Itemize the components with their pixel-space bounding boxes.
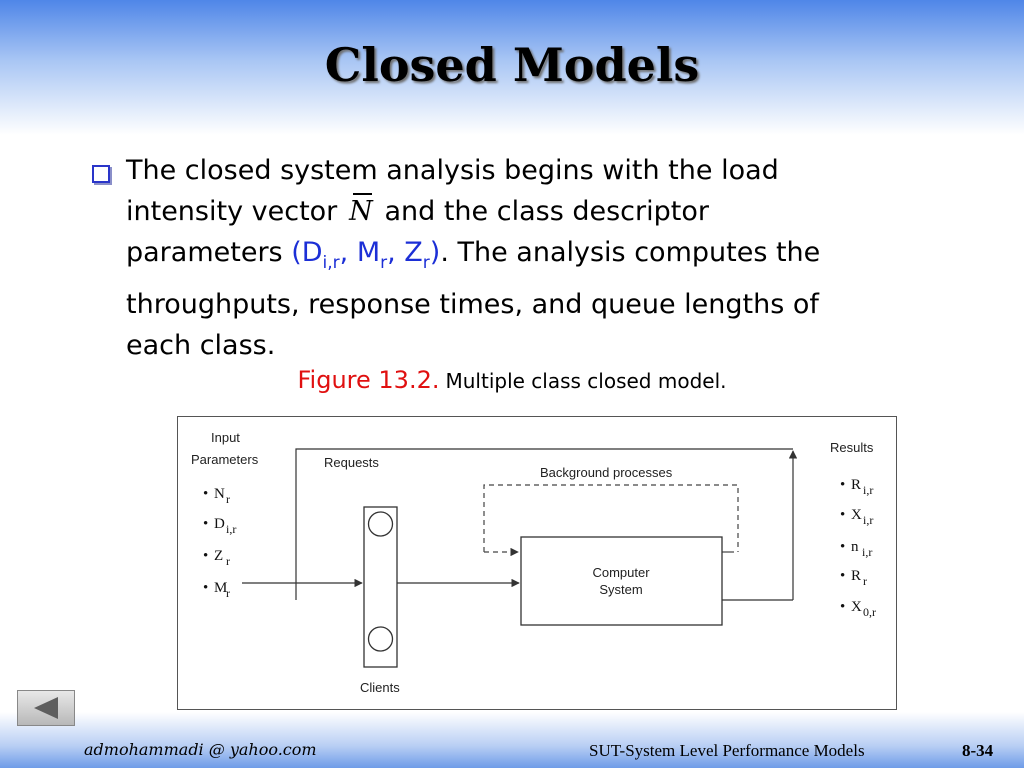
input-title-line-2: Parameters bbox=[191, 452, 259, 467]
param-d: (D bbox=[291, 237, 323, 268]
result-bullet: • bbox=[840, 507, 845, 523]
result-0: • R i,r bbox=[840, 477, 873, 497]
background-loop-line bbox=[483, 484, 739, 552]
footer-course-title: SUT-System Level Performance Models bbox=[589, 741, 865, 760]
result-1: • X i,r bbox=[840, 507, 873, 527]
footer-gradient bbox=[0, 712, 1024, 768]
text-line-5: each class. bbox=[126, 330, 276, 361]
feedback-loop-line bbox=[295, 448, 793, 600]
vector-n-symbol: N bbox=[346, 191, 376, 232]
input-symbol: M bbox=[214, 580, 227, 596]
text-line-4: throughputs, response times, and queue l… bbox=[126, 289, 819, 320]
result-subscript: i,r bbox=[863, 513, 873, 527]
figure-caption: Figure 13.2.Multiple class closed model. bbox=[0, 366, 1024, 394]
param-comma: , bbox=[339, 237, 357, 268]
param-m: M bbox=[356, 237, 381, 268]
input-subscript: r bbox=[226, 554, 230, 568]
result-2: • n i,r bbox=[840, 539, 872, 559]
computer-system-box bbox=[520, 536, 723, 626]
param-list: (Di,r, Mr, Zr) bbox=[291, 237, 441, 273]
result-4: • X 0,r bbox=[840, 599, 876, 619]
param-z-subscript: r bbox=[422, 253, 430, 273]
requests-label: Requests bbox=[324, 455, 379, 470]
text-line-3b: . The analysis computes the bbox=[440, 237, 821, 268]
text-line-2b: and the class descriptor bbox=[375, 196, 709, 227]
result-subscript: 0,r bbox=[863, 605, 876, 619]
input-subscript: i,r bbox=[226, 522, 236, 536]
bullet-square-icon bbox=[92, 165, 110, 183]
footer-page-number: 8-34 bbox=[962, 741, 994, 760]
result-subscript: i,r bbox=[862, 545, 872, 559]
input-param-2: • Z r bbox=[203, 548, 230, 568]
result-bullet: • bbox=[840, 599, 845, 615]
system-label-line-2: System bbox=[599, 582, 642, 597]
input-symbol: Z bbox=[214, 548, 223, 564]
input-bullet: • bbox=[203, 548, 208, 564]
text-line-3a: parameters bbox=[126, 237, 292, 268]
result-subscript: i,r bbox=[863, 483, 873, 497]
result-symbol: n bbox=[851, 539, 859, 555]
input-symbol: D bbox=[214, 516, 225, 532]
input-param-0: • N r bbox=[203, 486, 230, 506]
input-bullet: • bbox=[203, 516, 208, 532]
result-bullet: • bbox=[840, 477, 845, 493]
input-bullet: • bbox=[203, 486, 208, 502]
input-param-1: • D i,r bbox=[203, 516, 236, 536]
result-bullet: • bbox=[840, 539, 845, 555]
result-symbol: R bbox=[851, 477, 861, 493]
result-3: • R r bbox=[840, 568, 867, 588]
closed-model-diagram: Input Parameters • N r • D i,r • Z r • M… bbox=[177, 416, 897, 710]
param-close: ) bbox=[429, 237, 441, 268]
slide-title: Closed Models bbox=[324, 38, 700, 92]
result-bullet: • bbox=[840, 568, 845, 584]
input-subscript: r bbox=[226, 492, 230, 506]
system-label-line-1: Computer bbox=[592, 565, 650, 580]
result-symbol: R bbox=[851, 568, 861, 584]
text-line-2a: intensity vector bbox=[126, 196, 346, 227]
result-symbol: X bbox=[851, 507, 862, 523]
figure-title: Multiple class closed model. bbox=[445, 369, 727, 393]
clients-label: Clients bbox=[360, 680, 400, 695]
footer-email: admohammadi @ yahoo.com bbox=[84, 740, 317, 759]
input-title-line-1: Input bbox=[211, 430, 240, 445]
client-circle-bottom bbox=[367, 626, 394, 652]
diagram-canvas: Input Parameters • N r • D i,r • Z r • M… bbox=[191, 430, 876, 695]
result-subscript: r bbox=[863, 574, 867, 588]
input-subscript: r bbox=[226, 586, 230, 600]
bullet-paragraph: The closed system analysis begins with t… bbox=[126, 150, 976, 366]
figure-number: Figure 13.2. bbox=[297, 366, 440, 394]
previous-slide-button[interactable] bbox=[17, 690, 75, 726]
input-bullet: • bbox=[203, 580, 208, 596]
param-m-subscript: r bbox=[380, 253, 388, 273]
back-arrow-icon bbox=[34, 697, 58, 719]
results-title: Results bbox=[830, 440, 874, 455]
param-comma: , bbox=[387, 237, 405, 268]
header-gradient bbox=[0, 0, 1024, 135]
input-param-3: • M r bbox=[203, 580, 230, 600]
param-d-subscript: i,r bbox=[322, 253, 340, 273]
client-circle-top bbox=[367, 511, 394, 537]
result-symbol: X bbox=[851, 599, 862, 615]
background-label: Background processes bbox=[540, 465, 673, 480]
input-symbol: N bbox=[214, 486, 225, 502]
text-line-1: The closed system analysis begins with t… bbox=[126, 155, 779, 186]
param-z: Z bbox=[404, 237, 423, 268]
